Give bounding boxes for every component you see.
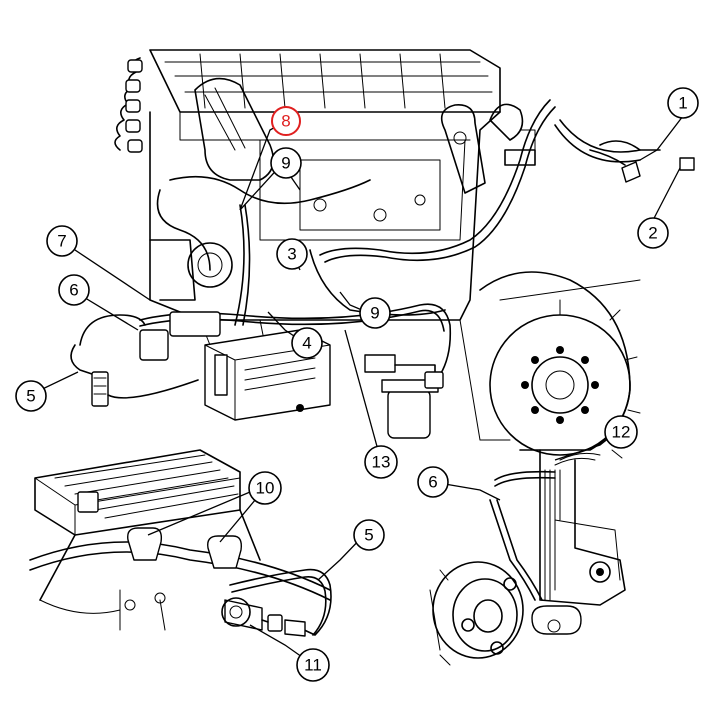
flywheel-bolts [521, 346, 599, 424]
callout-6-bottom-label: 6 [428, 473, 437, 492]
callout-13-label: 13 [372, 453, 391, 472]
leader-lines [31, 115, 684, 665]
callout-5-top-label: 5 [26, 387, 35, 406]
callout-4: 4 [291, 327, 323, 359]
callout-6-bottom: 6 [417, 466, 449, 498]
callout-3: 3 [276, 238, 308, 270]
callout-3-label: 3 [287, 245, 296, 264]
detail-lower-left [29, 449, 332, 637]
callout-12-label: 12 [612, 423, 631, 442]
callout-7: 7 [46, 225, 78, 257]
callout-1: 1 [667, 87, 699, 119]
callout-6-top-label: 6 [69, 281, 78, 300]
callout-12: 12 [604, 415, 638, 449]
callout-9-top-label: 9 [281, 154, 290, 173]
callout-10-label: 10 [256, 479, 275, 498]
left-connectors [70, 311, 221, 407]
callout-2: 2 [637, 217, 669, 249]
callout-8-label: 8 [281, 112, 290, 131]
callout-13: 13 [364, 445, 398, 479]
callout-5-top: 5 [15, 380, 47, 412]
callout-10: 10 [248, 471, 282, 505]
callout-7-label: 7 [57, 232, 66, 251]
callout-1-label: 1 [678, 94, 687, 113]
callout-4-label: 4 [302, 334, 311, 353]
callout-9-bottom: 9 [359, 297, 391, 329]
callout-5-bottom: 5 [353, 519, 385, 551]
detail-lower-right [429, 449, 626, 666]
callout-11: 11 [296, 648, 330, 682]
callout-9-bottom-label: 9 [370, 304, 379, 323]
callout-6-top: 6 [58, 274, 90, 306]
top-right-connectors [589, 140, 695, 183]
callout-9-top: 9 [270, 147, 302, 179]
callout-2-label: 2 [648, 224, 657, 243]
callout-8: 8 [271, 106, 301, 136]
engine-block-drawing [114, 49, 641, 459]
callout-11-label: 11 [304, 656, 322, 675]
callout-5-bottom-label: 5 [364, 526, 373, 545]
fuel-filter-sensor [364, 354, 444, 439]
